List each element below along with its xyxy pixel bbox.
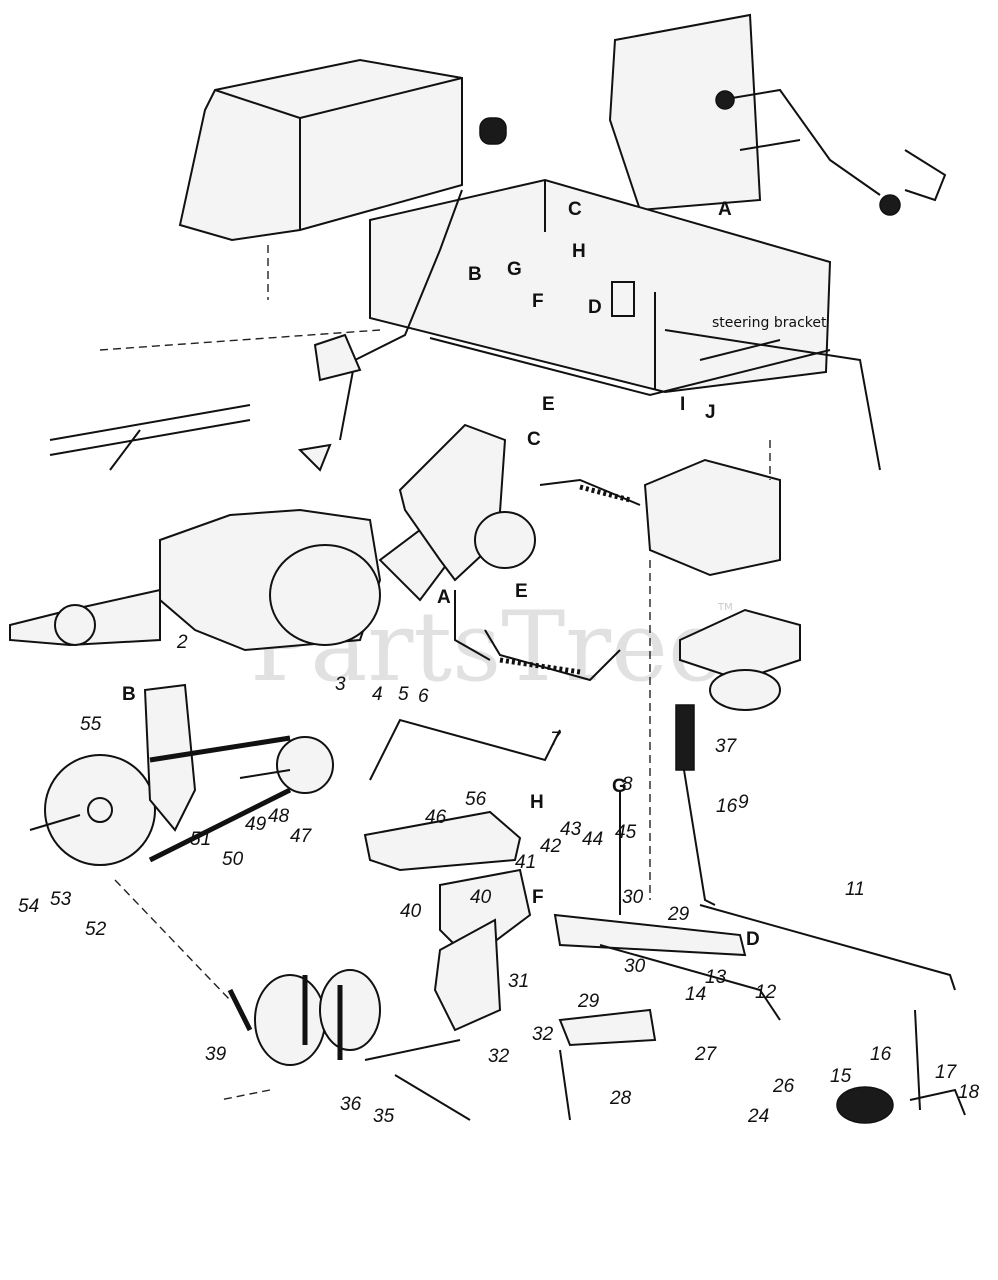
callout-26: 26	[772, 1076, 795, 1097]
callout-51: 51	[190, 829, 211, 850]
callout-54: 54	[18, 896, 39, 917]
callout-18: 18	[958, 1082, 980, 1103]
callout-4: 4	[372, 684, 383, 705]
callout-43: 43	[560, 819, 582, 840]
left-linkage-rod	[49, 404, 251, 471]
letter-F-top: F	[532, 291, 544, 312]
callout-41: 41	[515, 852, 536, 873]
callout-31: 31	[508, 971, 529, 992]
callout-6: 6	[418, 686, 429, 707]
letter-C-mid: C	[527, 429, 541, 450]
callout-32b: 32	[488, 1046, 510, 1067]
callout-52: 52	[85, 919, 107, 940]
callout-49: 49	[245, 814, 267, 835]
callout-46: 46	[425, 807, 447, 828]
callout-2: 2	[176, 632, 188, 653]
lever-assembly	[675, 704, 956, 991]
shift-boot	[313, 333, 362, 382]
left-pulley-group	[29, 683, 334, 866]
callout-27: 27	[694, 1044, 718, 1065]
letter-D-low: D	[746, 929, 760, 950]
letter-H-low: H	[530, 792, 544, 813]
pulley-icon	[709, 669, 781, 711]
clutch-bracket	[398, 423, 641, 582]
letter-B-low: B	[122, 684, 136, 705]
callout-42: 42	[540, 836, 562, 857]
letter-F-low: F	[532, 887, 544, 908]
bolt-icon	[715, 90, 735, 110]
letter-C-top: C	[568, 199, 582, 220]
callout-17: 17	[935, 1062, 958, 1083]
callout-12: 12	[755, 982, 777, 1003]
callout-3: 3	[335, 674, 346, 695]
callout-15: 15	[830, 1066, 852, 1087]
callout-53: 53	[50, 889, 72, 910]
callout-13: 13	[705, 967, 727, 988]
callout-47: 47	[290, 826, 313, 847]
letter-A-top: A	[718, 199, 732, 220]
bracket-tab	[611, 281, 635, 317]
callout-40b: 40	[470, 887, 492, 908]
callout-5: 5	[398, 684, 409, 705]
callout-16b: 16	[870, 1044, 892, 1065]
mounting-plate	[369, 178, 881, 471]
callout-14: 14	[685, 984, 706, 1005]
letter-E-mid: E	[515, 581, 528, 602]
callout-37: 37	[715, 736, 738, 757]
letter-G-top: G	[507, 259, 522, 280]
callout-28: 28	[609, 1088, 632, 1109]
callout-56: 56	[465, 789, 487, 810]
callout-40a: 40	[400, 901, 422, 922]
callout-16a: 16	[716, 796, 738, 817]
lower-right-hub	[836, 1009, 966, 1124]
callout-32a: 32	[532, 1024, 554, 1045]
callout-numbers: 2 3 4 5 6 7 8 9 11 12 13 14 15 16 16 17 …	[18, 632, 980, 1127]
letter-G-low: G	[612, 776, 627, 797]
callout-45: 45	[615, 822, 637, 843]
letter-H-top: H	[572, 241, 586, 262]
callout-55: 55	[80, 714, 102, 735]
top-cover-housing	[178, 58, 507, 242]
trademark-mark: TM	[717, 602, 733, 613]
nut-icon	[879, 194, 901, 216]
callout-35: 35	[373, 1106, 395, 1127]
callout-24: 24	[747, 1106, 769, 1127]
callout-39: 39	[205, 1044, 227, 1065]
letter-E-top: E	[542, 394, 555, 415]
callout-30b: 30	[624, 956, 646, 977]
callout-7: 7	[550, 729, 562, 750]
callout-30a: 30	[622, 887, 644, 908]
callout-8: 8	[622, 774, 633, 795]
callout-9: 9	[738, 792, 749, 813]
callout-50: 50	[222, 849, 244, 870]
shift-lever-rod	[339, 189, 463, 441]
transmission-assembly	[9, 333, 452, 652]
letter-D-top: D	[588, 297, 602, 318]
callout-11: 11	[845, 879, 865, 900]
lower-pulley-group	[114, 879, 657, 1121]
letter-A-mid: A	[437, 587, 451, 608]
letter-B-top: B	[468, 264, 482, 285]
knob-icon	[479, 117, 507, 145]
brake-linkage	[363, 718, 781, 1032]
reference-letters: A C H G B F D E I J C A E B G H F D	[122, 199, 760, 950]
callout-29a: 29	[577, 991, 600, 1012]
callout-36: 36	[340, 1094, 362, 1115]
foot-pedal	[558, 1008, 657, 1047]
steering-bracket-note: steering bracket	[712, 315, 827, 331]
spring-linkage	[484, 629, 621, 682]
callout-44: 44	[582, 829, 603, 850]
right-housing	[643, 440, 801, 900]
letter-J-top: J	[705, 402, 716, 423]
callout-48: 48	[268, 806, 290, 827]
upper-right-pedestal	[608, 13, 947, 216]
callout-29b: 29	[667, 904, 690, 925]
letter-I-top: I	[680, 394, 685, 415]
